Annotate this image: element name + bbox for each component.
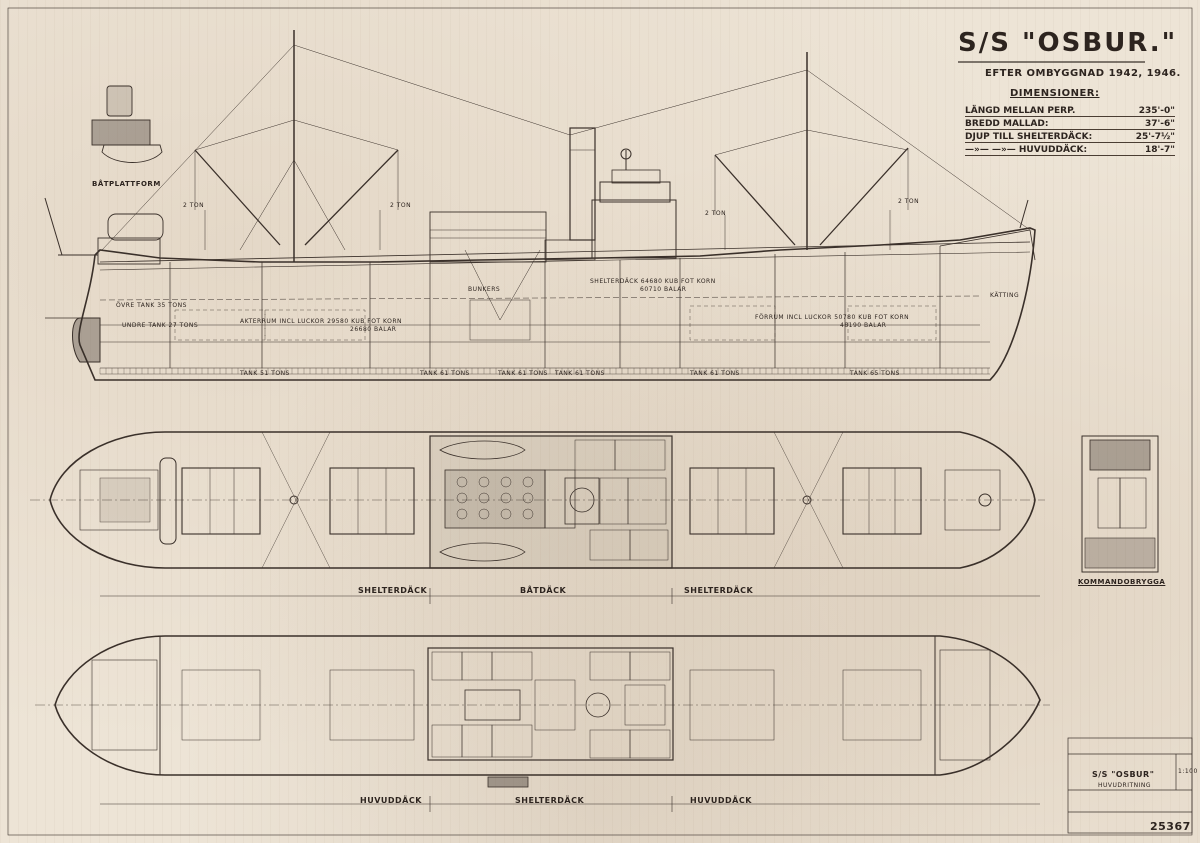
derrick-label: 2 TON [705,210,727,217]
deck-label-shelterdeck-mid: SHELTERDÄCK [515,796,585,805]
engine-cylinder [478,492,490,504]
deck-label-maindeck-fwd: HUVUDDÄCK [690,796,752,805]
dimension-value: 18'-7" [1145,145,1175,155]
derrick-label: 2 TON [183,202,205,209]
tank-label: TANK 61 TONS [555,370,605,377]
engine-cylinder [522,492,534,504]
tank-label: TANK 65 TONS [850,370,900,377]
drawing-number: 25367 [1150,820,1191,833]
aft-hold-bales: 26680 BALAR [350,326,397,333]
bunker-label: BUNKERS [468,286,501,293]
title-block-scale: 1:100 [1178,768,1198,775]
tank-label: TANK 61 TONS [420,370,470,377]
dimension-row: DJUP TILL SHELTERDÄCK: 25'-7½" [965,132,1175,143]
engine-cylinder [500,476,512,488]
engine-cylinder [500,492,512,504]
lower-tank-label: UNDRE TANK 27 TONS [122,322,199,329]
fwd-hold-capacity: FÖRRUM INCL LUCKOR 50780 KUB FOT KORN [755,314,910,321]
dimension-label: BREDD MALLAD: [965,119,1049,129]
shelterdeck-bales: 60710 BALAR [640,286,687,293]
dimension-label: DJUP TILL SHELTERDÄCK: [965,132,1093,142]
dimension-value: 235'-0" [1138,106,1175,116]
dimension-label: —»— —»— HUVUDDÄCK: [965,145,1088,155]
title-block-name: HUVUDRITNING [1098,782,1152,789]
engine-cylinder [456,492,468,504]
upper-tank-label: ÖVRE TANK 35 TONS [116,302,187,309]
dimension-row: BREDD MALLAD: 37'-6" [965,119,1175,130]
engine-cylinder [456,508,468,520]
rebuild-subtitle: EFTER OMBYGGNAD 1942, 1946. [985,68,1181,79]
sheet-border [7,7,1193,836]
aft-hold-capacity: AKTERRUM INCL LUCKOR 29580 KUB FOT KORN [240,318,402,325]
deck-label-shelterdeck-fwd: SHELTERDÄCK [684,586,754,595]
dimension-row: LÄNGD MELLAN PERP. 235'-0" [965,106,1175,117]
command-bridge-label: KOMMANDOBRYGGA [1078,578,1166,586]
profile-view [44,30,1036,381]
title-block-lines [1067,737,1193,834]
dimensions-heading: DIMENSIONER: [1010,88,1100,99]
fwd-hold-bales: 48190 BALAR [840,322,887,329]
dimension-row: —»— —»— HUVUDDÄCK: 18'-7" [965,145,1175,156]
derrick-label: 2 TON [898,198,920,205]
engine-cylinder [522,476,534,488]
dimension-value: 37'-6" [1145,119,1175,129]
tank-label: TANK 51 TONS [240,370,290,377]
title-block-ship: S/S "OSBUR" [1092,770,1155,779]
engine-cylinder [478,476,490,488]
main-deck-plan [35,635,1050,812]
engine-cylinder [500,508,512,520]
deck-label-maindeck-aft: HUVUDDÄCK [360,796,422,805]
dimension-label: LÄNGD MELLAN PERP. [965,106,1076,116]
deck-label-boatdeck: BÅTDÄCK [520,586,567,595]
tank-label: TANK 61 TONS [498,370,548,377]
engine-cylinder [522,508,534,520]
ship-title: S/S "OSBUR." [958,28,1178,58]
boat-platform-label: BÅTPLATTFORM [92,180,161,188]
tank-label: TANK 61 TONS [690,370,740,377]
engine-cylinder [478,508,490,520]
dimension-value: 25'-7½" [1135,132,1175,142]
deck-label-shelterdeck-aft: SHELTERDÄCK [358,586,428,595]
engine-cylinder [456,476,468,488]
shelterdeck-plan [30,431,1159,604]
chain-locker-label: KÄTTING [990,292,1020,299]
shelterdeck-capacity: SHELTERDÄCK 64680 KUB FOT KORN [590,278,716,285]
derrick-label: 2 TON [390,202,412,209]
